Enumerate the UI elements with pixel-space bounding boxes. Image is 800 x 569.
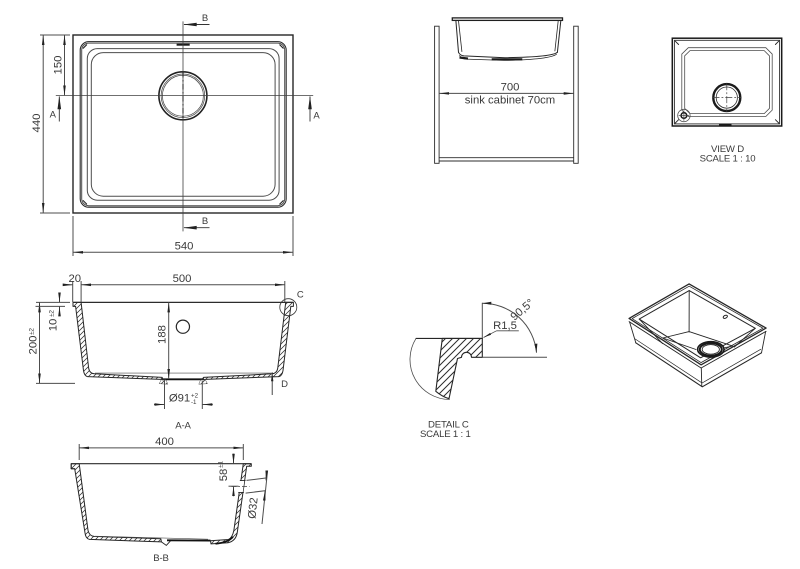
svg-text:B: B [202, 13, 208, 24]
svg-text:Ø32: Ø32 [246, 497, 260, 519]
svg-text:540: 540 [175, 241, 194, 253]
svg-text:58: 58 [218, 469, 230, 482]
svg-text:700: 700 [501, 82, 520, 94]
svg-text:±2: ±2 [29, 328, 36, 335]
svg-text:440: 440 [31, 114, 43, 133]
svg-text:150: 150 [52, 56, 64, 75]
svg-text:20: 20 [69, 273, 82, 285]
svg-text:200: 200 [28, 336, 40, 355]
svg-text:-1: -1 [191, 399, 197, 406]
svg-text:A-A: A-A [175, 421, 191, 432]
svg-text:VIEW D: VIEW D [711, 144, 744, 155]
svg-text:C: C [297, 290, 304, 301]
svg-text:B: B [202, 216, 208, 227]
svg-text:±1: ±1 [218, 461, 225, 468]
svg-text:500: 500 [173, 273, 192, 285]
svg-text:A: A [50, 110, 57, 121]
svg-text:B-B: B-B [153, 553, 168, 564]
svg-text:D: D [281, 379, 288, 390]
svg-text:SCALE 1 : 1: SCALE 1 : 1 [420, 429, 471, 440]
svg-text:+2: +2 [191, 392, 199, 399]
svg-text:sink cabinet 70cm: sink cabinet 70cm [465, 94, 555, 106]
svg-text:10: 10 [48, 319, 60, 332]
svg-text:A: A [313, 111, 320, 122]
svg-text:188: 188 [156, 325, 168, 344]
svg-text:R1,5: R1,5 [493, 320, 517, 332]
svg-text:400: 400 [155, 436, 174, 448]
svg-text:SCALE 1 : 10: SCALE 1 : 10 [700, 154, 756, 165]
svg-text:DETAIL C: DETAIL C [428, 420, 469, 431]
svg-text:Ø91: Ø91 [169, 392, 190, 404]
svg-text:±2: ±2 [48, 310, 55, 317]
